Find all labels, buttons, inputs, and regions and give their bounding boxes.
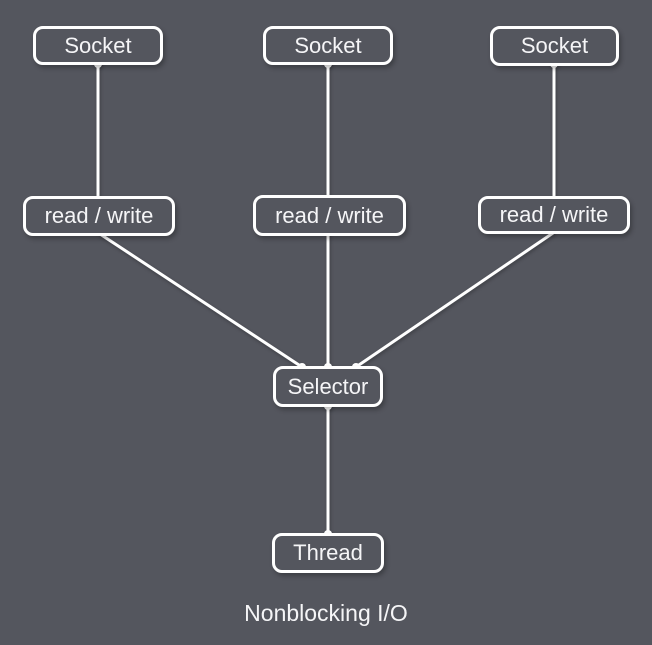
diagram-caption: Nonblocking I/O bbox=[244, 600, 408, 626]
node-socket-3: Socket bbox=[490, 26, 619, 66]
node-selector: Selector bbox=[273, 366, 383, 407]
edge-readwrite3-selector bbox=[354, 231, 555, 369]
node-read-write-1: read / write bbox=[23, 196, 175, 236]
node-socket-2: Socket bbox=[263, 26, 393, 65]
node-read-write-3: read / write bbox=[478, 196, 630, 234]
edge-readwrite1-selector bbox=[98, 232, 304, 369]
node-socket-1: Socket bbox=[33, 26, 163, 65]
node-read-write-2: read / write bbox=[253, 195, 406, 236]
node-thread: Thread bbox=[272, 533, 384, 573]
